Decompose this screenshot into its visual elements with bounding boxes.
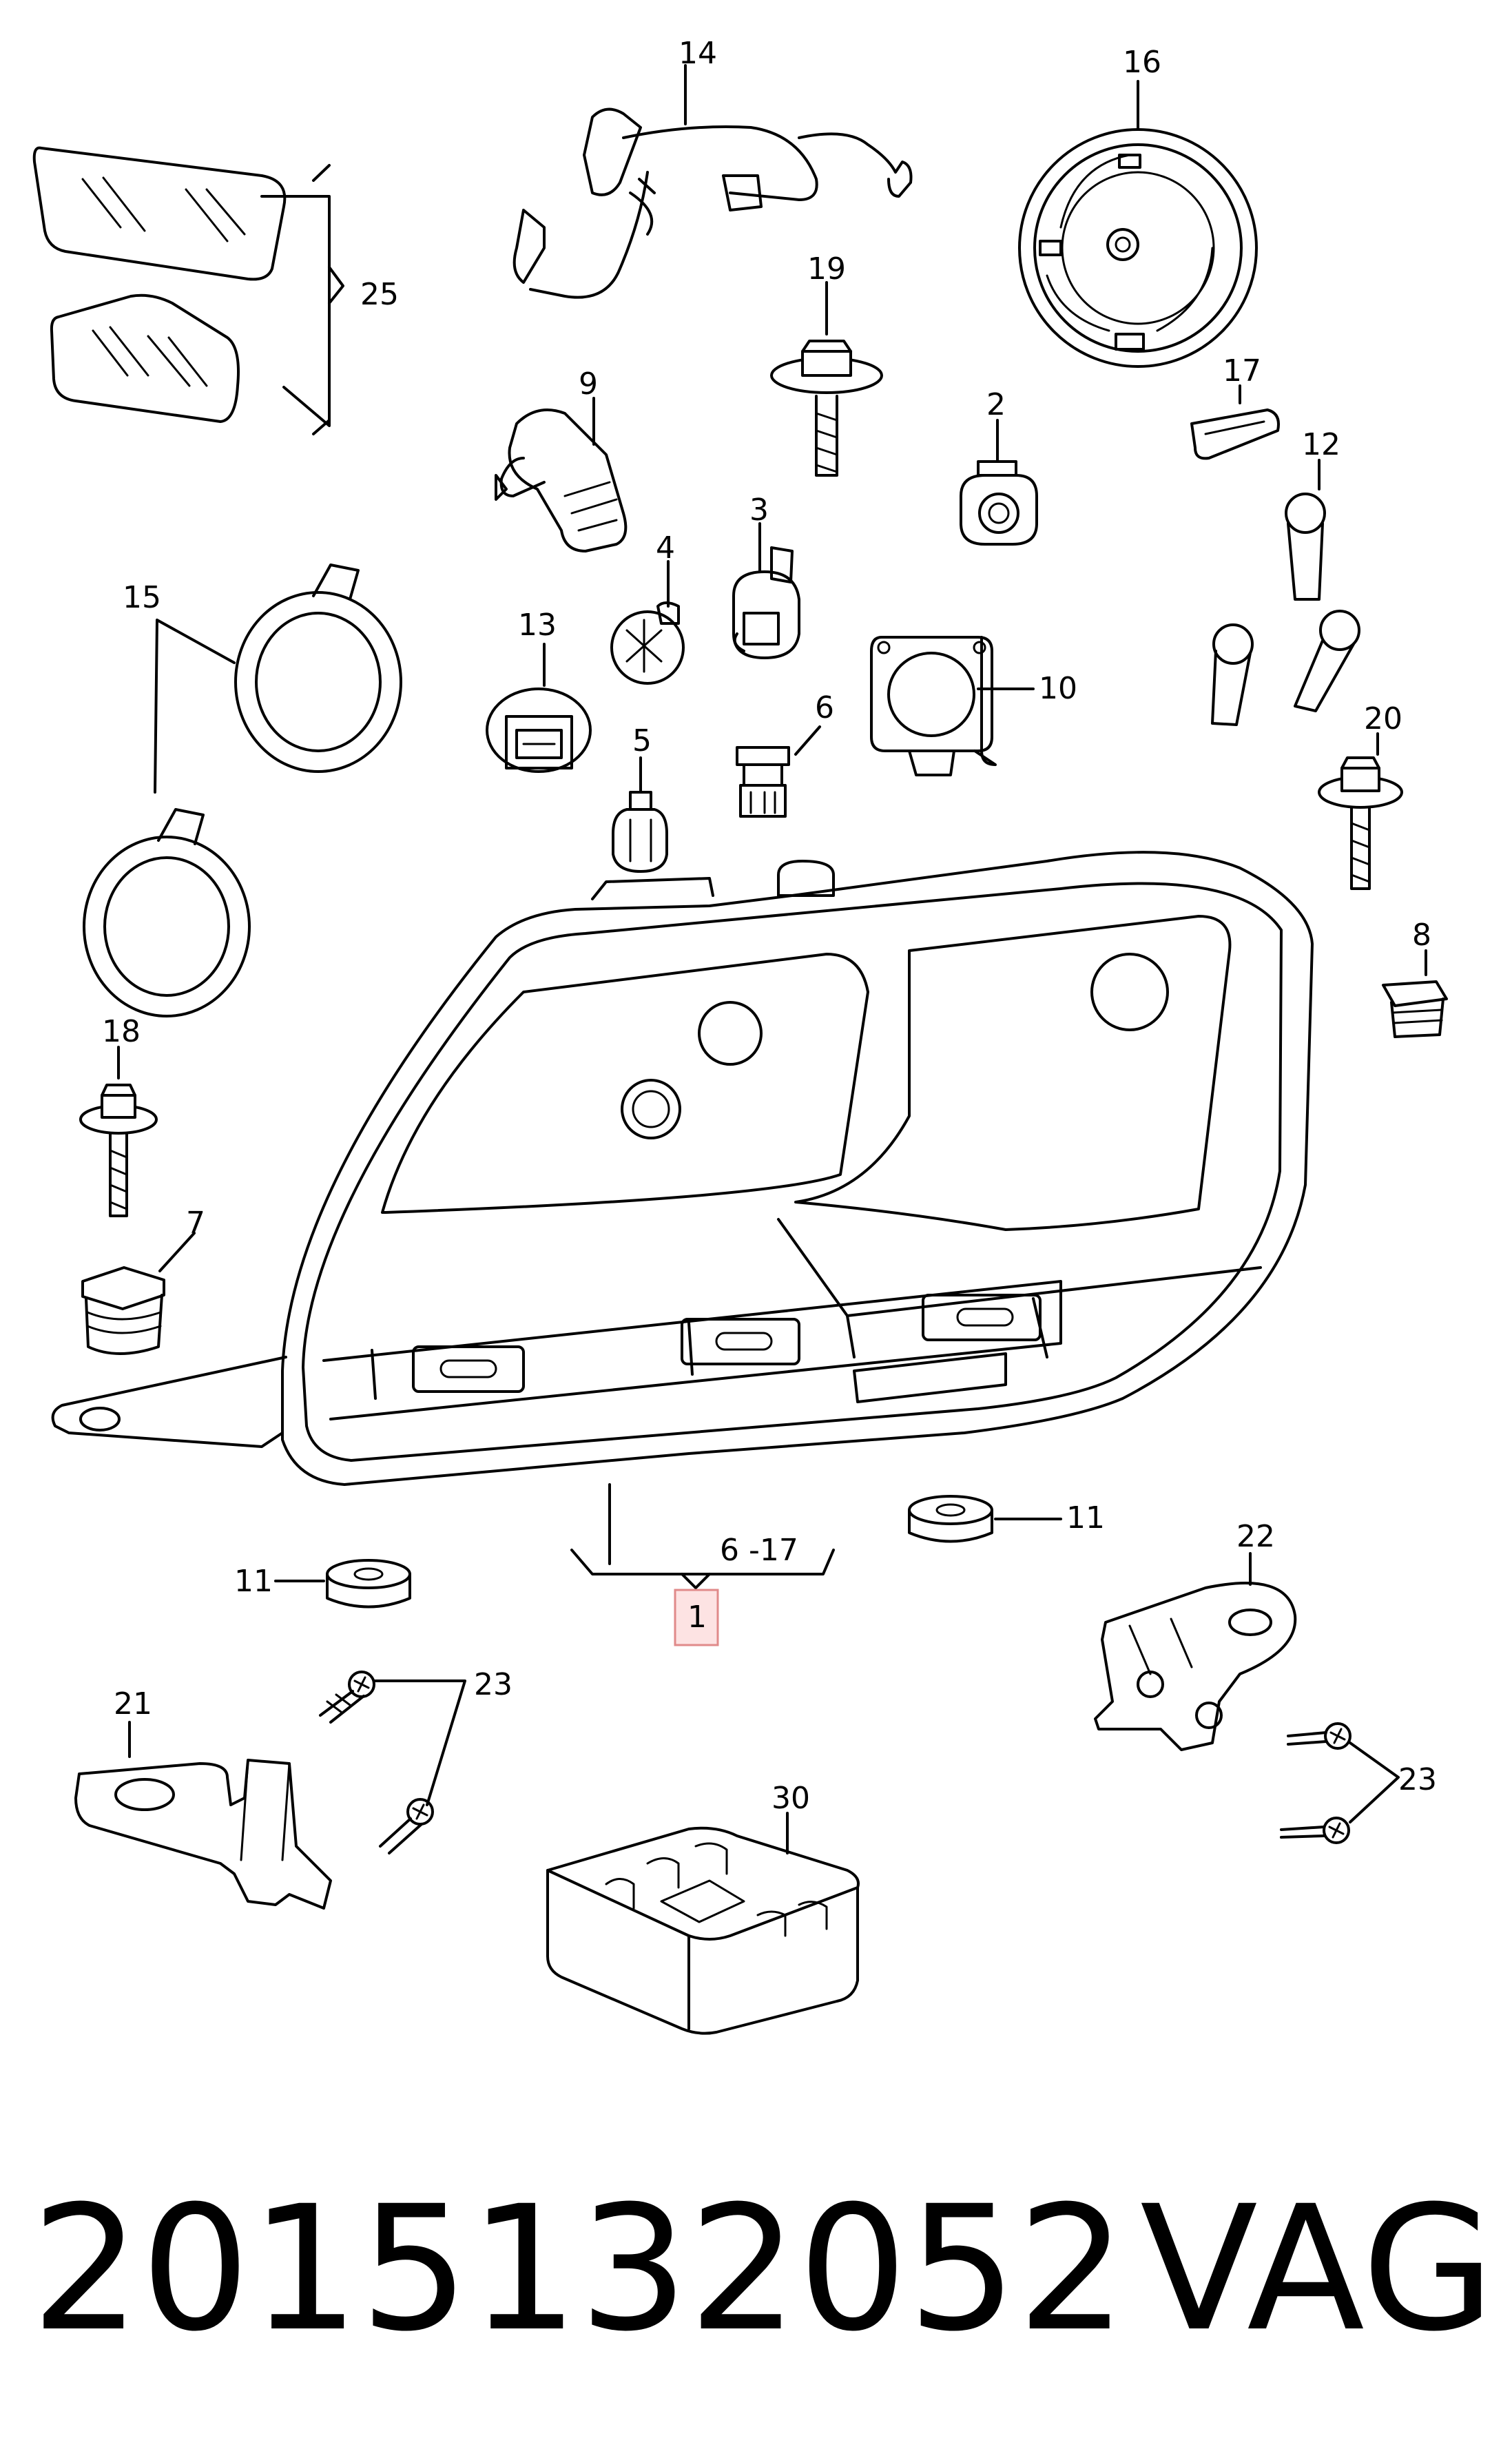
bulb-socket-part-13[interactable] <box>486 643 592 773</box>
label-25: 25 <box>360 277 399 312</box>
grommet-part-11-left[interactable] <box>274 1559 411 1609</box>
label-16: 16 <box>1123 45 1161 80</box>
label-10: 10 <box>1039 671 1077 706</box>
screw-part-18[interactable] <box>79 1046 158 1217</box>
label-20: 20 <box>1364 701 1402 736</box>
cover-cap-part-16[interactable] <box>1018 80 1258 368</box>
label-22: 22 <box>1236 1519 1275 1554</box>
lens-cover-part-25[interactable] <box>32 146 344 435</box>
screw-part-20[interactable] <box>1318 732 1403 890</box>
bulb-part-2[interactable] <box>960 419 1038 546</box>
part-1-highlight[interactable] <box>674 1589 719 1646</box>
bulb-part-5[interactable] <box>612 756 668 873</box>
label-14: 14 <box>679 36 717 71</box>
wiring-harness-part-14[interactable] <box>512 64 913 299</box>
screw-part-23-left[interactable] <box>319 1671 466 1854</box>
seal-part-15[interactable] <box>83 564 402 1017</box>
label-15: 15 <box>123 580 161 615</box>
nut-part-7[interactable] <box>81 1232 196 1355</box>
repair-kit-part-30[interactable] <box>546 1812 860 2035</box>
nut-part-8[interactable] <box>1382 949 1448 1038</box>
label-30: 30 <box>771 1781 810 1816</box>
bracket-part-21[interactable] <box>74 1721 332 1910</box>
gasket-part-10[interactable] <box>870 636 1035 776</box>
bracket-part-22[interactable] <box>1094 1552 1297 1751</box>
label-11-right: 11 <box>1066 1500 1105 1536</box>
label-6-17: 6 -17 <box>720 1533 798 1568</box>
brand-name: VAG <box>1140 2169 1495 2369</box>
bulb-part-3[interactable] <box>732 522 800 659</box>
label-23-left: 23 <box>474 1667 512 1702</box>
label-21: 21 <box>114 1686 152 1722</box>
label-8: 8 <box>1412 918 1431 953</box>
label-9: 9 <box>579 366 598 402</box>
label-11-left: 11 <box>234 1564 273 1599</box>
label-17: 17 <box>1223 353 1261 389</box>
screw-part-23-right[interactable] <box>1280 1722 1400 1844</box>
callout-bracket-part-1 <box>570 1549 835 1646</box>
label-6: 6 <box>815 690 834 725</box>
grommet-part-11-right[interactable] <box>908 1495 1062 1543</box>
label-19: 19 <box>807 251 846 287</box>
socket-part-6[interactable] <box>736 725 821 818</box>
bulb-part-4[interactable] <box>610 560 685 685</box>
label-2: 2 <box>986 387 1006 422</box>
screw-part-19[interactable] <box>770 281 883 477</box>
range-motor-part-9[interactable] <box>495 397 628 552</box>
clip-part-17[interactable] <box>1190 384 1280 460</box>
label-12: 12 <box>1302 427 1340 462</box>
headlight-assembly-part-1[interactable] <box>51 851 1314 1565</box>
label-13: 13 <box>518 608 557 643</box>
label-3: 3 <box>749 493 769 528</box>
label-5: 5 <box>632 723 652 758</box>
label-23-right: 23 <box>1398 1762 1437 1797</box>
connector-part-12[interactable] <box>1211 459 1360 726</box>
label-1: 1 <box>687 1600 707 1635</box>
label-4: 4 <box>656 530 675 566</box>
part-number: 2015132052 <box>31 2169 1127 2369</box>
label-7: 7 <box>186 1206 205 1241</box>
label-18: 18 <box>102 1014 141 1049</box>
